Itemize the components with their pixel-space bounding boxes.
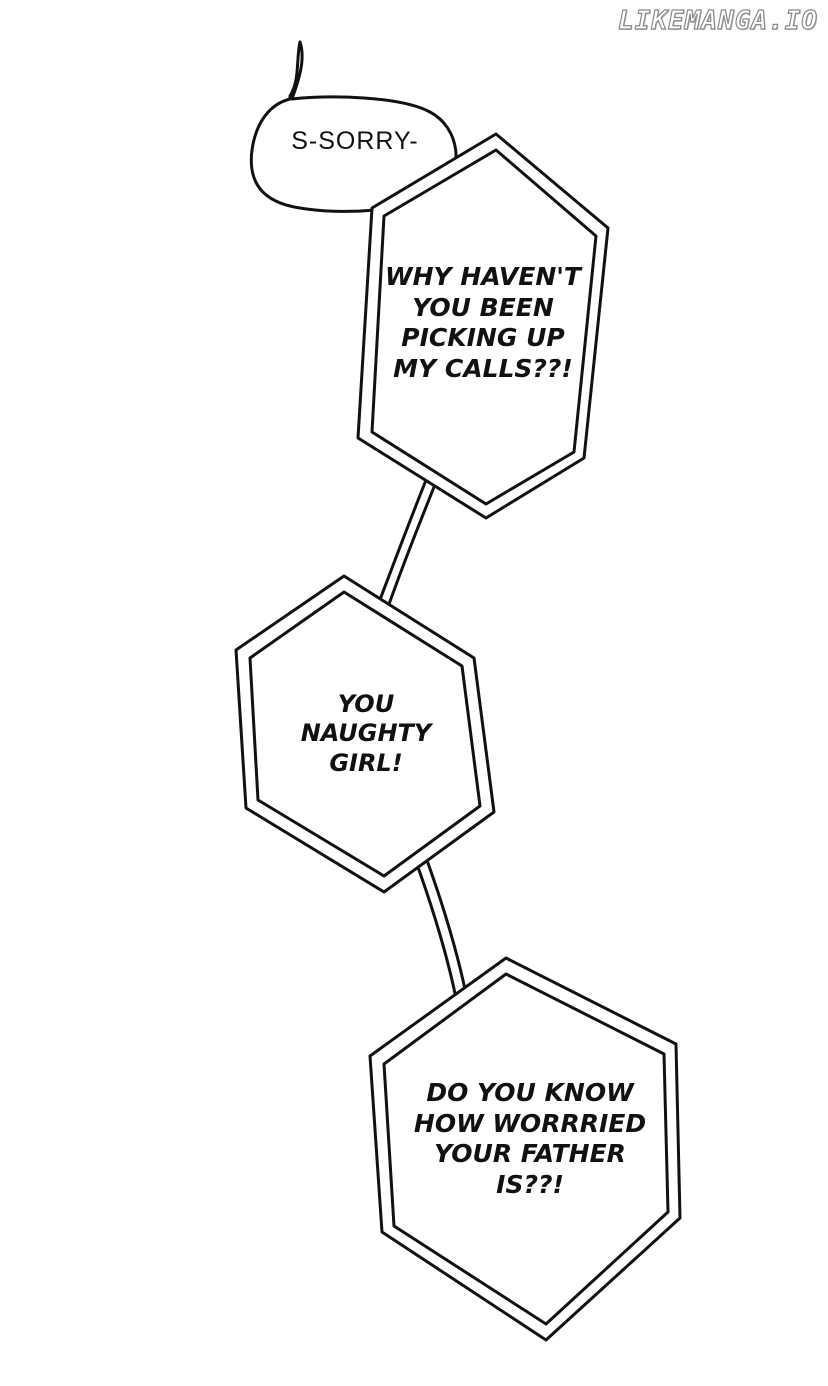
hex2-line-1: YOU — [337, 690, 395, 718]
hex1-line-2: YOU BEEN — [412, 292, 554, 322]
hex2-line-2: NAUGHTY — [300, 719, 432, 748]
hex1-line-4: MY CALLS??! — [393, 353, 573, 383]
hex3-text: DO YOU KNOW HOW WORRRIED YOUR FATHER IS?… — [410, 1078, 650, 1200]
hex1-text: WHY HAVEN'T YOU BEEN PICKING UP MY CALLS… — [378, 262, 588, 384]
hex2-outline — [234, 574, 496, 894]
hex2-line-3: GIRL! — [329, 748, 403, 777]
sorry-bubble-text: S-SORRY- — [291, 127, 419, 155]
hex3-line-1: DO YOU KNOW — [426, 1078, 634, 1107]
hex3-outline — [368, 956, 682, 1342]
hex1-outline — [356, 132, 610, 520]
site-watermark: LIKEMANGA.IO — [618, 5, 818, 36]
hex3-line-3: YOUR FATHER — [434, 1139, 626, 1168]
hex2-text: YOU NAUGHTY GIRL! — [286, 690, 446, 778]
hex3-line-4: IS??! — [496, 1169, 564, 1199]
hex1-line-3: PICKING UP — [401, 323, 565, 352]
hex1-line-1: WHY HAVEN'T — [385, 262, 581, 291]
hex3-line-2: HOW WORRRIED — [413, 1108, 647, 1138]
